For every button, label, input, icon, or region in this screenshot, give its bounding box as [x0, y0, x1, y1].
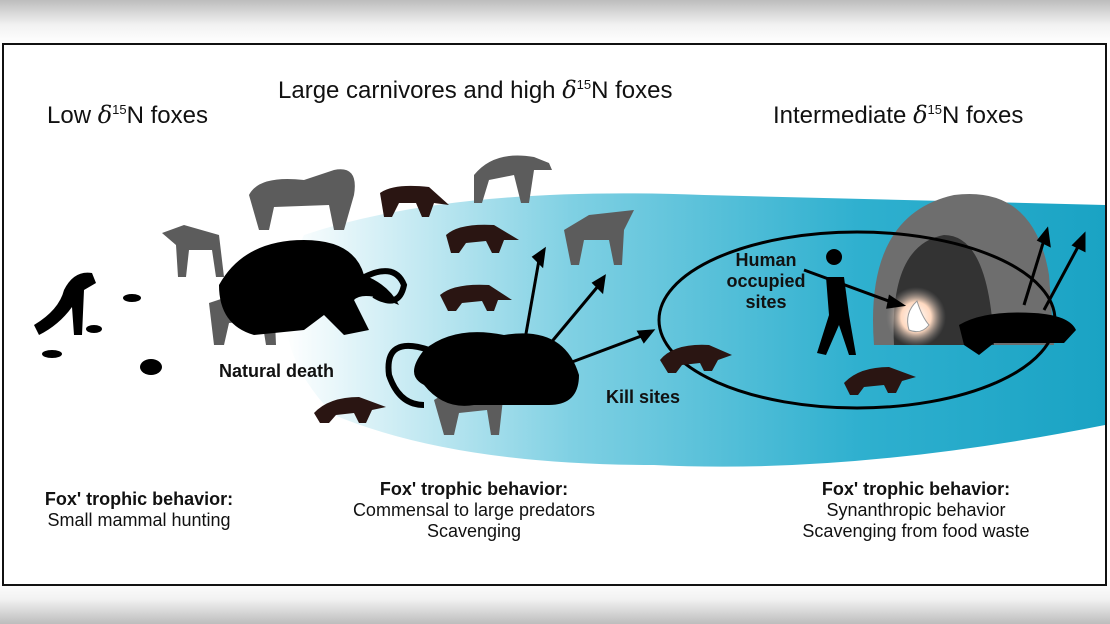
- wolf: [162, 225, 224, 277]
- wolf: [564, 210, 634, 265]
- behavior-high: Fox' trophic behavior:Commensal to large…: [352, 479, 596, 541]
- label-kill-sites: Kill sites: [606, 387, 681, 407]
- lion: [249, 169, 355, 230]
- mammoth-natural-death: [219, 240, 399, 335]
- behavior-intermediate: Fox' trophic behavior:Synanthropic behav…: [802, 479, 1030, 541]
- hyena: [474, 155, 552, 203]
- reindeer: [959, 312, 1076, 355]
- foxes: [314, 185, 916, 423]
- label-natural-death: Natural death: [219, 361, 335, 381]
- arctic-fox: [34, 272, 96, 335]
- illustration: [34, 155, 1105, 467]
- heading-low-foxes: Low δ15N foxes: [47, 101, 208, 129]
- small-mammals: [42, 294, 162, 375]
- heading-high-foxes: Large carnivores and high δ15N foxes: [278, 76, 673, 104]
- human-hunter: [817, 249, 856, 355]
- mammoth-kill-site: [414, 332, 579, 406]
- behavior-low: Fox' trophic behavior:Small mammal hunti…: [44, 489, 234, 530]
- heading-intermediate-foxes: Intermediate δ15N foxes: [773, 101, 1024, 129]
- spears: [522, 226, 1086, 367]
- diagram-frame: Low δ15N foxes Large carnivores and high…: [2, 43, 1107, 586]
